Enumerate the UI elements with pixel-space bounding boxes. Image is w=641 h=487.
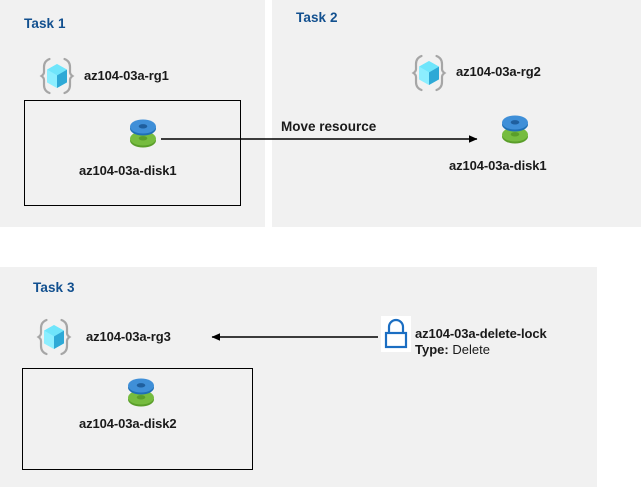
delete-lock-type-line: Type: Delete (415, 342, 490, 357)
task-1-heading: Task 1 (24, 16, 66, 31)
disk-icon (124, 373, 158, 411)
disk-1-label: az104-03a-disk1 (79, 163, 177, 178)
lock-type-key: Type: (415, 342, 449, 357)
task-2-panel: Task 2 (272, 0, 641, 227)
delete-lock-name-label: az104-03a-delete-lock (415, 326, 547, 341)
resource-group-icon (38, 57, 76, 95)
disk-icon (498, 110, 532, 148)
disk-icon (126, 114, 160, 152)
disk-1-moved-label: az104-03a-disk1 (449, 158, 547, 173)
resource-group-icon (35, 318, 73, 356)
lock-type-value: Delete (452, 342, 490, 357)
move-resource-label: Move resource (281, 119, 377, 134)
task-3-panel: Task 3 (0, 267, 597, 487)
task-1-resource-box (24, 100, 241, 206)
disk-2-label: az104-03a-disk2 (79, 416, 177, 431)
lock-icon (381, 316, 411, 352)
resource-group-3-label: az104-03a-rg3 (86, 329, 171, 344)
task-2-heading: Task 2 (296, 10, 338, 25)
resource-group-icon (410, 54, 448, 92)
task-3-heading: Task 3 (33, 280, 75, 295)
resource-group-2-label: az104-03a-rg2 (456, 64, 541, 79)
task-1-panel: Task 1 (0, 0, 265, 227)
resource-group-1-label: az104-03a-rg1 (84, 68, 169, 83)
